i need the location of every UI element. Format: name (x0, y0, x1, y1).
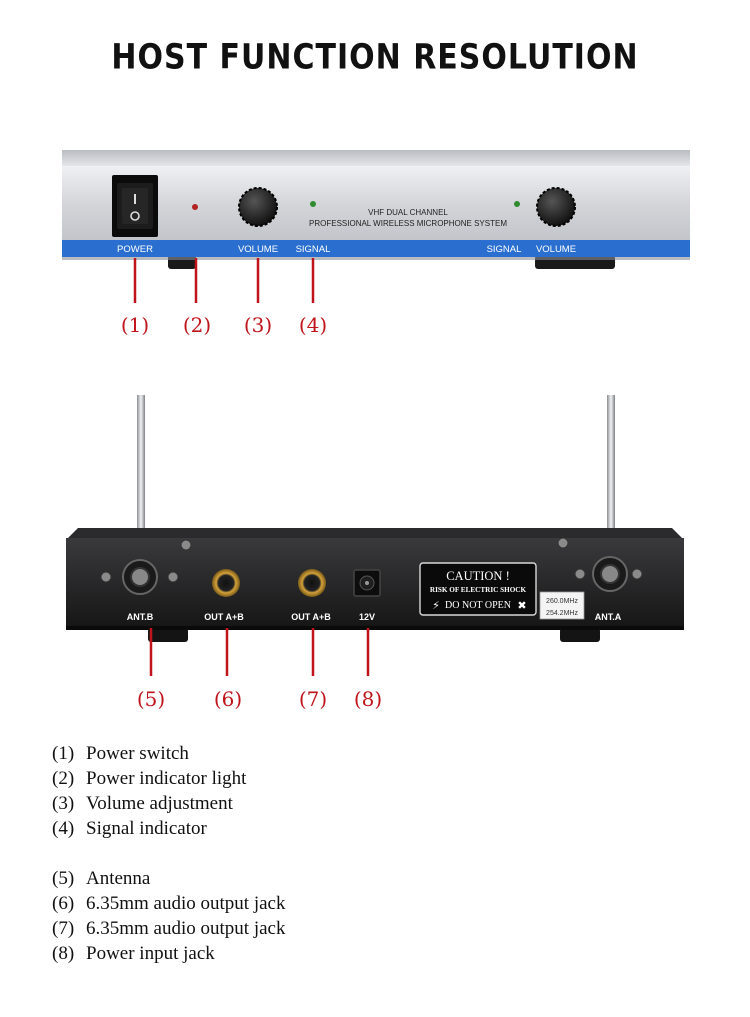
volume-label-left: VOLUME (238, 244, 278, 255)
front-panel: VHF DUAL CHANNEL PROFESSIONAL WIRELESS M… (62, 150, 690, 303)
rear-panel: CAUTION ! RISK OF ELECTRIC SHOCK DO NOT … (66, 395, 684, 676)
legend-number: (6) (52, 893, 75, 914)
tools-icon: ✖ (517, 599, 526, 612)
caution-subtitle: RISK OF ELECTRIC SHOCK (430, 586, 527, 594)
power-label: POWER (117, 244, 153, 255)
legend-number: (5) (52, 868, 75, 889)
legend-text: Volume adjustment (86, 793, 233, 814)
legend-rear: (5) Antenna (6) 6.35mm audio output jack (… (52, 866, 285, 966)
front-blue-strip (62, 240, 690, 257)
legend-text: Signal indicator (86, 818, 207, 839)
legend-text: Power input jack (86, 943, 215, 964)
caution-do-not-open: DO NOT OPEN (445, 600, 511, 611)
legend-number: (7) (52, 918, 75, 939)
frequency-b: 254.2MHz (546, 610, 578, 617)
legend-text: 6.35mm audio output jack (86, 893, 286, 914)
antenna-b-rod (137, 395, 145, 555)
volume-knob-right[interactable] (537, 188, 575, 226)
brand-line-2: PROFESSIONAL WIRELESS MICROPHONE SYSTEM (309, 219, 507, 228)
caution-label (419, 562, 537, 616)
callout-8: (8) (353, 687, 383, 711)
legend-item: (8) Power input jack (52, 941, 285, 966)
legend-item: (5) Antenna (52, 866, 285, 891)
brand-line-1: VHF DUAL CHANNEL (368, 208, 448, 217)
signal-label-right: SIGNAL (487, 244, 522, 255)
legend-item: (3) Volume adjustment (52, 791, 246, 816)
callout-1: (1) (120, 313, 150, 337)
out-label-1: OUT A+B (204, 612, 244, 622)
device-illustration: VHF DUAL CHANNEL PROFESSIONAL WIRELESS M… (62, 150, 690, 676)
legend-item: (1) Power switch (52, 741, 246, 766)
dc-label: 12V (359, 612, 375, 622)
antenna-a-rod (607, 395, 615, 555)
page-title: HOST FUNCTION RESOLUTION (111, 37, 639, 78)
ant-b-label: ANT.B (127, 612, 154, 622)
volume-label-right: VOLUME (536, 244, 576, 255)
legend-number: (3) (52, 793, 75, 814)
out-label-2: OUT A+B (291, 612, 331, 622)
legend-number: (8) (52, 943, 75, 964)
legend-text: Power switch (86, 743, 189, 764)
output-jack-1[interactable] (212, 569, 240, 597)
callout-7: (7) (298, 687, 328, 711)
legend-number: (1) (52, 743, 75, 764)
signal-led-right (514, 201, 520, 207)
callout-3: (3) (243, 313, 273, 337)
legend-item: (4) Signal indicator (52, 816, 246, 841)
power-indicator-led (192, 204, 198, 210)
legend-front: (1) Power switch (2) Power indicator light… (52, 741, 246, 841)
signal-led-left (310, 201, 316, 207)
ant-a-label: ANT.A (595, 612, 622, 622)
legend-text: 6.35mm audio output jack (86, 918, 286, 939)
legend-number: (4) (52, 818, 75, 839)
output-jack-2[interactable] (298, 569, 326, 597)
callout-6: (6) (213, 687, 243, 711)
volume-knob-left[interactable] (239, 188, 277, 226)
signal-label-left: SIGNAL (296, 244, 331, 255)
legend-item: (6) 6.35mm audio output jack (52, 891, 285, 916)
frequency-a: 260.0MHz (546, 598, 578, 605)
legend-number: (2) (52, 768, 75, 789)
legend-item: (2) Power indicator light (52, 766, 246, 791)
callout-4: (4) (298, 313, 328, 337)
legend-text: Antenna (86, 868, 151, 889)
legend-text: Power indicator light (86, 768, 247, 789)
frequency-sticker (539, 591, 585, 620)
caution-title: CAUTION ! (446, 569, 510, 583)
callout-5: (5) (136, 687, 166, 711)
callout-2: (2) (182, 313, 212, 337)
legend-item: (7) 6.35mm audio output jack (52, 916, 285, 941)
lightning-icon: ⚡ (432, 599, 440, 612)
